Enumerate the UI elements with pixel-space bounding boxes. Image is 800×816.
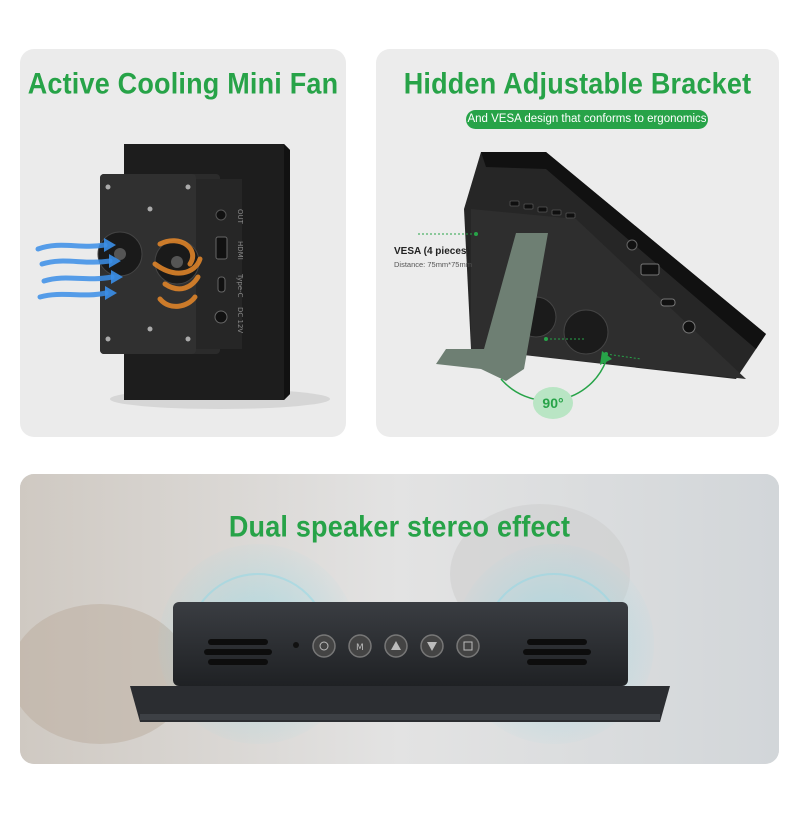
angle-badge: 90° <box>533 387 573 419</box>
vesa-label: VESA (4 pieces) <box>394 246 470 257</box>
speaker-grille-icon <box>204 639 272 665</box>
panel-cooling-fan: Active Cooling Mini Fan <box>20 49 346 437</box>
panel-dual-speaker: M Dual speaker stereo effect <box>20 474 779 764</box>
usb-c-port-icon <box>217 276 226 293</box>
bracket-subtitle-pill: And VESA design that conforms to ergonom… <box>466 110 708 129</box>
cool-airflow-arrows <box>35 242 115 300</box>
power-button-icon <box>312 634 336 658</box>
audio-port-icon <box>626 239 638 251</box>
usb-c-port-icon <box>660 298 676 307</box>
panel-adjustable-bracket: Hidden Adjustable Bracket And VESA desig… <box>376 49 779 437</box>
device-rear-fan-illustration: OUT HDMI Type-C DC 12V <box>35 144 330 409</box>
device-base <box>130 686 670 722</box>
menu-button-icon <box>348 634 372 658</box>
speaker-illustration: M <box>20 474 779 764</box>
hot-airflow-arrows <box>152 238 203 309</box>
audio-port-icon <box>215 209 227 221</box>
svg-text:HDMI: HDMI <box>236 241 244 260</box>
svg-text:Type-C: Type-C <box>236 273 244 298</box>
dc-port-icon <box>214 310 228 324</box>
dc-port-icon <box>682 320 696 334</box>
fan-icon <box>563 309 609 355</box>
hdmi-port-icon <box>215 236 228 260</box>
speaker-grille-icon <box>523 639 591 665</box>
hdmi-port-icon <box>640 263 660 276</box>
vesa-distance: Distance: 75mm*75mm <box>394 260 472 269</box>
device-bracket-illustration <box>416 152 766 402</box>
speaker-title: Dual speaker stereo effect <box>228 510 571 544</box>
exit-button-icon <box>456 634 480 658</box>
svg-text:OUT: OUT <box>236 209 244 225</box>
fan-title: Active Cooling Mini Fan <box>27 67 339 101</box>
bracket-title: Hidden Adjustable Bracket <box>403 67 752 101</box>
svg-text:M: M <box>356 643 364 653</box>
svg-text:DC 12V: DC 12V <box>236 307 244 333</box>
bracket-stand <box>436 233 548 381</box>
